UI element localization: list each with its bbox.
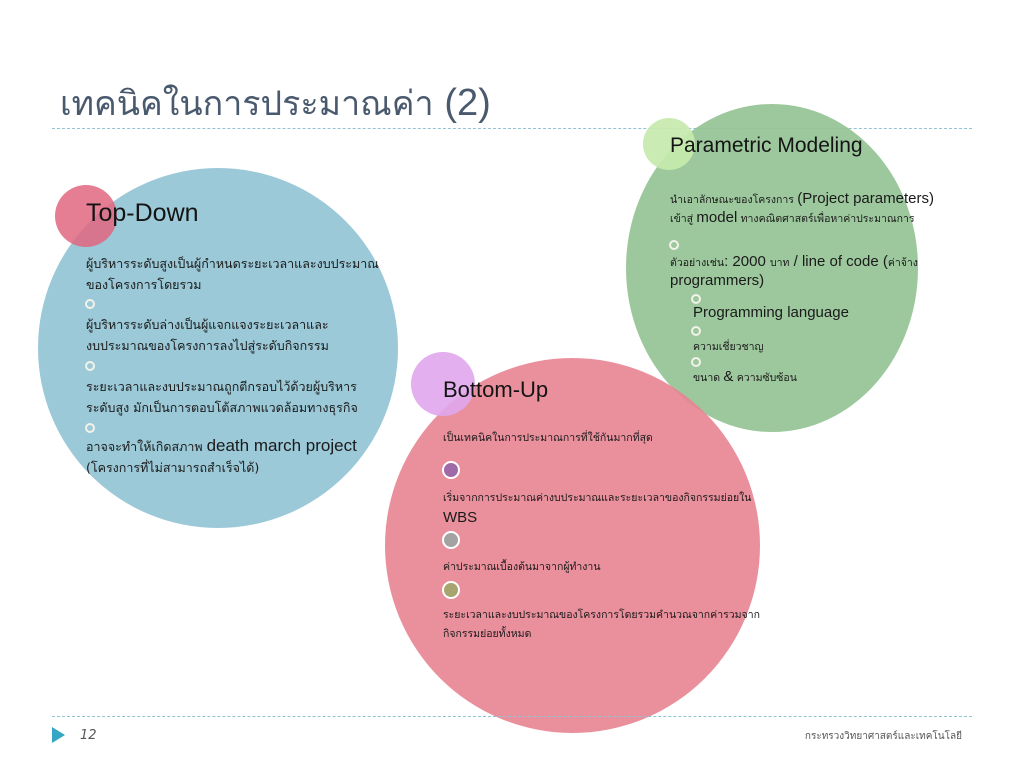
top-down-point-2-line-1: ผู้บริหารระดับล่างเป็นผู้แจกแจงระยะเวลาแ… [86, 317, 329, 332]
example-label: ตัวอย่างเช่น [670, 257, 725, 269]
bullet-icon [691, 357, 701, 367]
example-unit: / line of code ( [789, 253, 888, 270]
parametric-line-1-english: (Project parameters) [797, 190, 934, 207]
bullet-icon [442, 461, 460, 479]
parametric-sub-1: Programming language [693, 304, 849, 321]
parametric-line-1-thai: นำเอาลักษณะของโครงการ [670, 194, 798, 206]
parametric-example-line-2: programmers) [670, 272, 765, 289]
death-march-term: death march project [206, 436, 357, 455]
bullet-icon [85, 299, 95, 309]
bottom-up-point-4: ระยะเวลาและงบประมาณของโครงการโดยรวมคำนวณ… [443, 606, 760, 644]
bottom-up-heading: Bottom-Up [443, 377, 549, 402]
play-arrow-icon [52, 727, 65, 743]
example-amount: : 2000 [724, 253, 770, 270]
parametric-sub-2: ความเชี่ยวชาญ [693, 341, 764, 353]
bullet-icon [669, 240, 679, 250]
top-down-accent-circle [55, 185, 117, 247]
bullet-icon [85, 423, 95, 433]
bullet-icon [691, 294, 701, 304]
bottom-up-accent-circle [411, 352, 475, 416]
top-down-point-4-line-1: อาจจะทำให้เกิดสภาพ death march project [86, 435, 357, 457]
example-wage: ค่าจ้าง [887, 257, 918, 269]
parametric-line-2-prefix: เข้าสู่ [670, 213, 697, 225]
top-down-point-4-prefix: อาจจะทำให้เกิดสภาพ [86, 439, 207, 454]
parametric-heading: Parametric Modeling [670, 134, 863, 157]
bullet-icon [85, 361, 95, 371]
parametric-sub-3-complexity: ความซับซ้อน [733, 372, 797, 384]
bullet-icon [442, 531, 460, 549]
top-down-point-4-line-2: (โครงการที่ไม่สามารถสำเร็จได้) [86, 460, 260, 475]
top-down-point-1-line-1: ผู้บริหารระดับสูงเป็นผู้กำหนดระยะเวลาและ… [86, 256, 379, 271]
slide-title: เทคนิคในการประมาณค่า (2) [60, 76, 491, 130]
top-down-point-3-line-2: ระดับสูง มักเป็นการตอบโต้สภาพแวดล้อมทางธ… [86, 400, 358, 415]
top-down-point-2: ผู้บริหารระดับล่างเป็นผู้แจกแจงระยะเวลาแ… [86, 314, 329, 356]
parametric-description-line-2: เข้าสู่ model ทางคณิตศาสตร์เพื่อหาค่าประ… [670, 209, 934, 228]
parametric-sub-3: ขนาด & ความซับซ้อน [693, 368, 797, 387]
top-divider [52, 128, 972, 129]
parametric-example: ตัวอย่างเช่น: 2000 บาท / line of code (ค… [670, 253, 918, 290]
bottom-up-point-1: เป็นเทคนิคในการประมาณการที่ใช้กันมากที่ส… [443, 432, 653, 444]
top-down-point-3-line-1: ระยะเวลาและงบประมาณถูกตีกรอบไว้ด้วยผู้บร… [86, 379, 357, 394]
bullet-icon [442, 581, 460, 599]
organization-footer: กระทรวงวิทยาศาสตร์และเทคโนโลยี [804, 731, 962, 742]
top-down-point-1: ผู้บริหารระดับสูงเป็นผู้กำหนดระยะเวลาและ… [86, 253, 379, 295]
top-down-point-2-line-2: งบประมาณของโครงการลงไปสู่ระดับกิจกรรม [86, 338, 329, 353]
title-number: (2) [444, 82, 491, 124]
parametric-description-line-1: นำเอาลักษณะของโครงการ (Project parameter… [670, 190, 934, 209]
top-down-point-4: อาจจะทำให้เกิดสภาพ death march project (… [86, 435, 357, 478]
bottom-up-point-2-line-2: WBS [443, 509, 478, 526]
parametric-line-2-suffix: ทางคณิตศาสตร์เพื่อหาค่าประมาณการ [737, 213, 915, 225]
parametric-sub-3-ampersand: & [723, 368, 734, 385]
bottom-divider [52, 716, 972, 717]
example-currency: บาท [769, 257, 790, 269]
top-down-point-3: ระยะเวลาและงบประมาณถูกตีกรอบไว้ด้วยผู้บร… [86, 376, 358, 418]
parametric-description: นำเอาลักษณะของโครงการ (Project parameter… [670, 190, 934, 228]
bottom-up-point-4-line-2: กิจกรรมย่อยทั้งหมด [443, 628, 532, 640]
bottom-up-point-2-line-1: เริ่มจากการประมาณค่างบประมาณและระยะเวลาข… [443, 492, 752, 504]
top-down-heading: Top-Down [86, 199, 199, 227]
parametric-sub-3-size: ขนาด [693, 372, 724, 384]
top-down-point-1-line-2: ของโครงการโดยรวม [86, 277, 202, 292]
parametric-example-line-1: ตัวอย่างเช่น: 2000 บาท / line of code (ค… [670, 253, 918, 272]
bullet-icon [691, 326, 701, 336]
bottom-up-point-2: เริ่มจากการประมาณค่างบประมาณและระยะเวลาข… [443, 489, 752, 527]
title-text: เทคนิคในการประมาณค่า [60, 84, 434, 124]
bottom-up-point-3: ค่าประมาณเบื้องต้นมาจากผู้ทำงาน [443, 561, 601, 573]
page-number: 12 [80, 728, 97, 743]
parametric-accent-circle [643, 118, 695, 170]
bottom-up-point-4-line-1: ระยะเวลาและงบประมาณของโครงการโดยรวมคำนวณ… [443, 609, 760, 621]
parametric-line-2-model: model [696, 209, 738, 226]
